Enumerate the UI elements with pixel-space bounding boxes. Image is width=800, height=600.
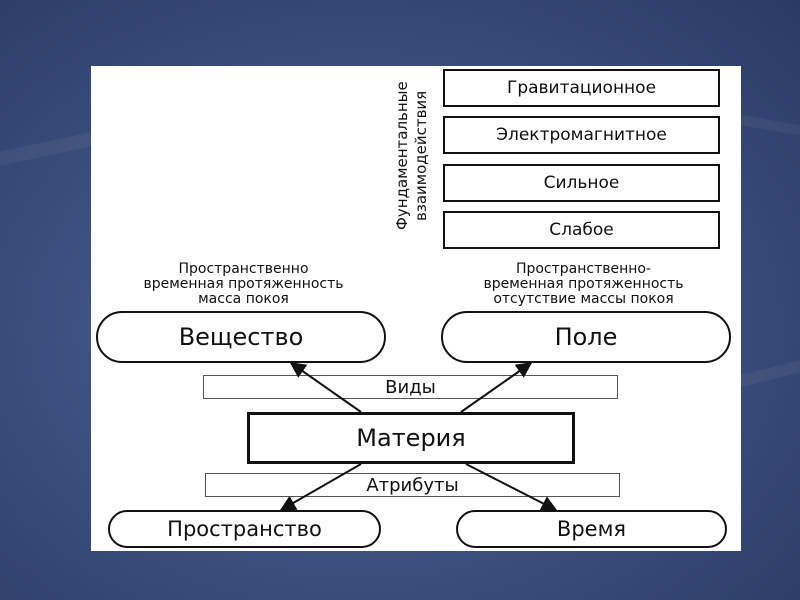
matter-box: Материя xyxy=(247,412,575,464)
attributes-label-box: Атрибуты xyxy=(205,473,620,497)
types-label-box: Виды xyxy=(203,375,618,399)
space-box: Пространство xyxy=(108,510,381,548)
interaction-electromagnetic: Электромагнитное xyxy=(443,116,720,154)
diagram-slide: Фундаментальные взаимодействия Гравитаци… xyxy=(91,66,741,551)
field-description: Пространственно- временная протяженность… xyxy=(483,261,684,307)
arrows-layer xyxy=(279,362,558,511)
arrow-matter-to-field xyxy=(460,362,533,413)
substance-box: Вещество xyxy=(96,311,386,363)
arrow-matter-to-space xyxy=(279,463,362,511)
interaction-weak: Слабое xyxy=(443,211,720,249)
arrow-matter-to-substance xyxy=(289,362,362,413)
interaction-gravitational: Гравитационное xyxy=(443,69,720,107)
arrow-matter-to-time xyxy=(465,463,558,511)
substance-description: Пространственно временная протяженность … xyxy=(143,261,344,307)
interaction-strong: Сильное xyxy=(443,164,720,202)
field-box: Поле xyxy=(441,311,731,363)
time-box: Время xyxy=(456,510,727,548)
